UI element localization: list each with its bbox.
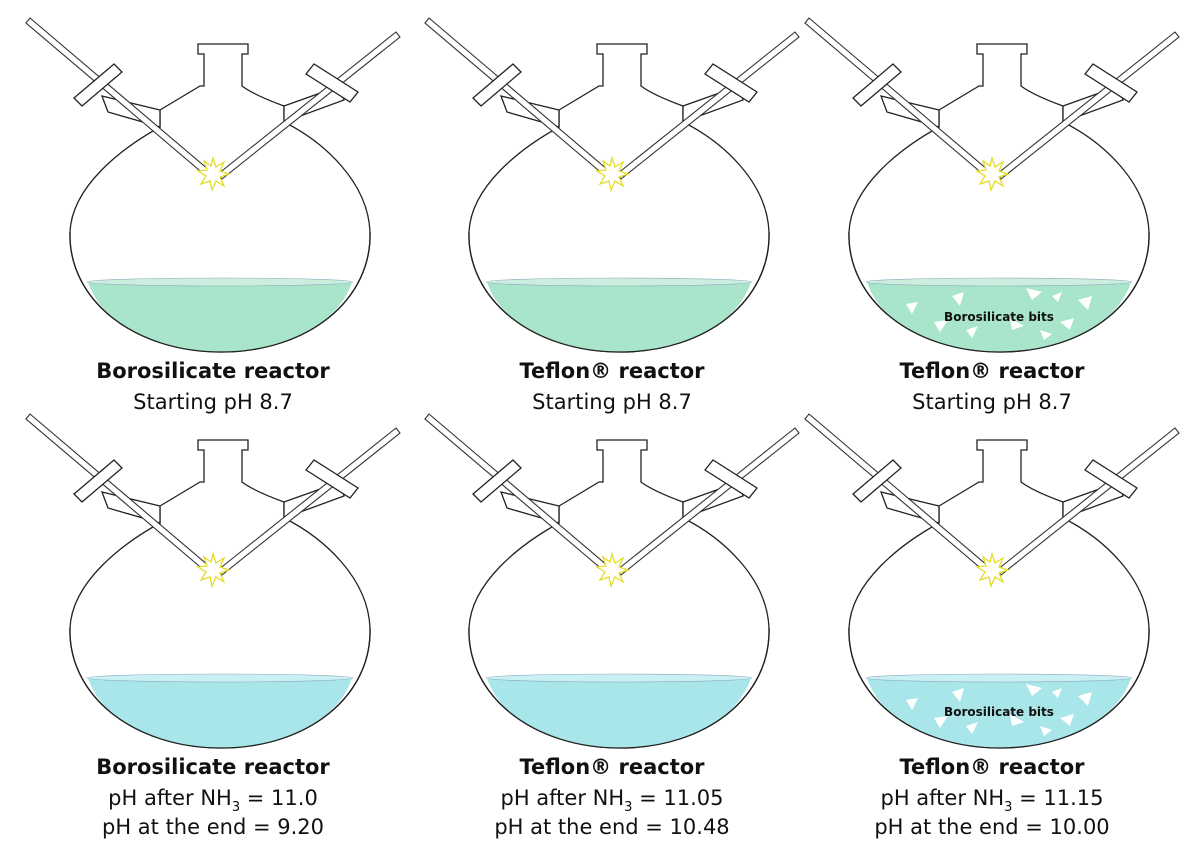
solution [485,673,753,748]
ph-at-end: pH at the end = 9.20 [102,815,324,839]
ph-after-nh3: pH after NH3 = 11.0 [108,786,318,815]
ph-at-end: pH at the end = 10.48 [494,815,729,839]
starting-ph: Starting pH 8.7 [532,390,692,414]
solution [86,673,354,748]
ph-after-prefix: pH after NH [880,786,1004,810]
ph-after-prefix: pH after NH [500,786,624,810]
ph-after-value: = 11.0 [240,786,318,810]
nh3-subscript: 3 [232,800,240,815]
ph-after-value: = 11.05 [632,786,723,810]
starting-ph: Starting pH 8.7 [133,390,293,414]
reactor-title: Teflon® reactor [519,755,705,779]
starting-ph: Starting pH 8.7 [912,390,1072,414]
solution [865,673,1133,748]
bits-label: Borosilicate bits [944,310,1054,324]
ph-after-nh3: pH after NH3 = 11.05 [500,786,723,815]
ph-at-end: pH at the end = 10.00 [874,815,1109,839]
ph-after-nh3: pH after NH3 = 11.15 [880,786,1103,815]
nh3-subscript: 3 [1004,800,1012,815]
nh3-subscript: 3 [624,800,632,815]
reactor-title: Borosilicate reactor [96,755,330,779]
solution [485,277,753,352]
solution [86,277,354,352]
reactor-title: Teflon® reactor [899,359,1085,383]
bits-label: Borosilicate bits [944,705,1054,719]
reactor-title: Borosilicate reactor [96,359,330,383]
reactor-title: Teflon® reactor [899,755,1085,779]
ph-after-value: = 11.15 [1012,786,1103,810]
ph-after-prefix: pH after NH [108,786,232,810]
solution [865,277,1133,352]
reactor-title: Teflon® reactor [519,359,705,383]
